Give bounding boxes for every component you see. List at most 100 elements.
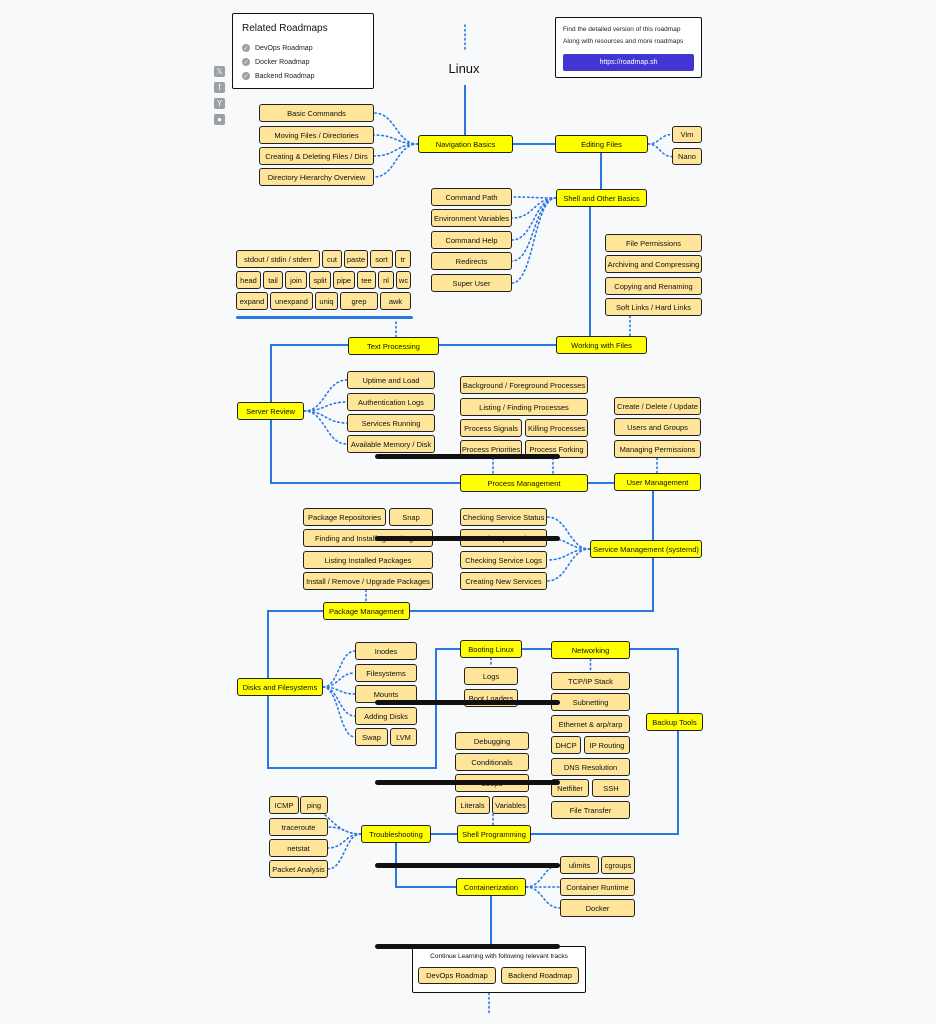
subtopic-avail-memory[interactable]: Available Memory / Disk [347, 435, 435, 453]
subtopic-checking-status[interactable]: Checking Service Status [460, 508, 547, 526]
hackernews-icon[interactable]: Y [214, 98, 225, 109]
subtopic-container-runtime[interactable]: Container Runtime [560, 878, 635, 896]
subtopic-dir-hierarchy[interactable]: Directory Hierarchy Overview [259, 168, 374, 186]
topic-server-review[interactable]: Server Review [237, 402, 304, 420]
subtopic-pipe[interactable]: pipe [333, 271, 355, 289]
topic-backup-tools[interactable]: Backup Tools [646, 713, 703, 731]
subtopic-command-help[interactable]: Command Help [431, 231, 512, 249]
subtopic-split[interactable]: split [309, 271, 331, 289]
topic-user-mgmt[interactable]: User Management [614, 473, 701, 491]
subtopic-redirects[interactable]: Redirects [431, 252, 512, 270]
subtopic-packet-analysis[interactable]: Packet Analysis [269, 860, 328, 878]
subtopic-ulimits[interactable]: ulimits [560, 856, 599, 874]
subtopic-tee[interactable]: tee [357, 271, 376, 289]
subtopic-subnetting[interactable]: Subnetting [551, 693, 630, 711]
subtopic-ip-routing[interactable]: IP Routing [584, 736, 630, 754]
subtopic-nl[interactable]: nl [378, 271, 394, 289]
subtopic-install-remove[interactable]: Install / Remove / Upgrade Packages [303, 572, 433, 590]
subtopic-grep[interactable]: grep [340, 292, 378, 310]
subtopic-expand[interactable]: expand [236, 292, 268, 310]
topic-disks-fs[interactable]: Disks and Filesystems [237, 678, 323, 696]
topic-containerization[interactable]: Containerization [456, 878, 526, 896]
subtopic-copying[interactable]: Copying and Renaming [605, 277, 702, 295]
topic-networking[interactable]: Networking [551, 641, 630, 659]
subtopic-uptime[interactable]: Uptime and Load [347, 371, 435, 389]
x-icon[interactable]: 𝕏 [214, 66, 225, 77]
subtopic-ping[interactable]: ping [300, 796, 328, 814]
subtopic-listing-installed[interactable]: Listing Installed Packages [303, 551, 433, 569]
topic-booting[interactable]: Booting Linux [460, 640, 522, 658]
topic-process-mgmt[interactable]: Process Management [460, 474, 588, 492]
subtopic-stdout[interactable]: stdout / stdin / stderr [236, 250, 320, 268]
subtopic-checking-logs[interactable]: Checking Service Logs [460, 551, 547, 569]
subtopic-adding-disks[interactable]: Adding Disks [355, 707, 417, 725]
subtopic-managing-perms[interactable]: Managing Permissions [614, 440, 701, 458]
subtopic-wc[interactable]: wc [396, 271, 411, 289]
subtopic-netstat[interactable]: netstat [269, 839, 328, 857]
topic-working-files[interactable]: Working with Files [556, 336, 647, 354]
subtopic-filesystems[interactable]: Filesystems [355, 664, 417, 682]
related-roadmap-item[interactable]: ✓Backend Roadmap [242, 69, 315, 83]
topic-editing-files[interactable]: Editing Files [555, 135, 648, 153]
subtopic-unexpand[interactable]: unexpand [270, 292, 313, 310]
subtopic-env-vars[interactable]: Environment Variables [431, 209, 512, 227]
subtopic-join[interactable]: join [285, 271, 307, 289]
subtopic-bg-fg[interactable]: Background / Foreground Processes [460, 376, 588, 394]
subtopic-command-path[interactable]: Command Path [431, 188, 512, 206]
subtopic-conditionals[interactable]: Conditionals [455, 753, 529, 771]
subtopic-file-permissions[interactable]: File Permissions [605, 234, 702, 252]
subtopic-docker[interactable]: Docker [560, 899, 635, 917]
subtopic-debugging[interactable]: Debugging [455, 732, 529, 750]
topic-nav-basics[interactable]: Navigation Basics [418, 135, 513, 153]
subtopic-create-delete[interactable]: Create / Delete / Update [614, 397, 701, 415]
subtopic-moving-files[interactable]: Moving Files / Directories [259, 126, 374, 144]
subtopic-backend-roadmap[interactable]: Backend Roadmap [501, 967, 579, 984]
subtopic-tr[interactable]: tr [395, 250, 411, 268]
subtopic-proc-signals[interactable]: Process Signals [460, 419, 522, 437]
subtopic-super-user[interactable]: Super User [431, 274, 512, 292]
topic-pkg-mgmt[interactable]: Package Management [323, 602, 410, 620]
subtopic-creating-services[interactable]: Creating New Services [460, 572, 547, 590]
related-roadmap-item[interactable]: ✓DevOps Roadmap [242, 41, 315, 55]
subtopic-literals[interactable]: Literals [455, 796, 490, 814]
subtopic-auth-logs[interactable]: Authentication Logs [347, 393, 435, 411]
subtopic-icmp[interactable]: ICMP [269, 796, 299, 814]
subtopic-traceroute[interactable]: traceroute [269, 818, 328, 836]
subtopic-tcpip[interactable]: TCP/IP Stack [551, 672, 630, 690]
subtopic-users-groups[interactable]: Users and Groups [614, 418, 701, 436]
subtopic-lvm[interactable]: LVM [390, 728, 417, 746]
subtopic-head[interactable]: head [236, 271, 261, 289]
subtopic-snap[interactable]: Snap [389, 508, 433, 526]
subtopic-creating-deleting[interactable]: Creating & Deleting Files / Dirs [259, 147, 374, 165]
reddit-icon[interactable]: ● [214, 114, 225, 125]
roadmap-link-button[interactable]: https://roadmap.sh [563, 54, 694, 71]
subtopic-archiving[interactable]: Archiving and Compressing [605, 255, 702, 273]
topic-shell-programming[interactable]: Shell Programming [457, 825, 531, 843]
topic-shell-basics[interactable]: Shell and Other Basics [556, 189, 647, 207]
subtopic-finding-installing[interactable]: Finding and Installing Packages [303, 529, 433, 547]
subtopic-listing-proc[interactable]: Listing / Finding Processes [460, 398, 588, 416]
subtopic-killing-proc[interactable]: Killing Processes [525, 419, 588, 437]
subtopic-netfilter[interactable]: Netfilter [551, 779, 589, 797]
subtopic-cgroups[interactable]: cgroups [601, 856, 635, 874]
facebook-icon[interactable]: f [214, 82, 225, 93]
topic-troubleshooting[interactable]: Troubleshooting [361, 825, 431, 843]
topic-service-mgmt[interactable]: Service Management (systemd) [590, 540, 702, 558]
subtopic-logs[interactable]: Logs [464, 667, 518, 685]
subtopic-swap[interactable]: Swap [355, 728, 388, 746]
subtopic-cut[interactable]: cut [322, 250, 342, 268]
topic-text-processing[interactable]: Text Processing [348, 337, 439, 355]
subtopic-awk[interactable]: awk [380, 292, 411, 310]
subtopic-file-transfer[interactable]: File Transfer [551, 801, 630, 819]
subtopic-services-running[interactable]: Services Running [347, 414, 435, 432]
subtopic-soft-links[interactable]: Soft Links / Hard Links [605, 298, 702, 316]
subtopic-devops-roadmap[interactable]: DevOps Roadmap [418, 967, 496, 984]
subtopic-inodes[interactable]: Inodes [355, 642, 417, 660]
subtopic-tail[interactable]: tail [263, 271, 283, 289]
subtopic-ethernet[interactable]: Ethernet & arp/rarp [551, 715, 630, 733]
subtopic-paste[interactable]: paste [344, 250, 368, 268]
subtopic-nano[interactable]: Nano [672, 148, 702, 165]
subtopic-sort[interactable]: sort [370, 250, 393, 268]
subtopic-dhcp[interactable]: DHCP [551, 736, 581, 754]
subtopic-uniq[interactable]: uniq [315, 292, 338, 310]
